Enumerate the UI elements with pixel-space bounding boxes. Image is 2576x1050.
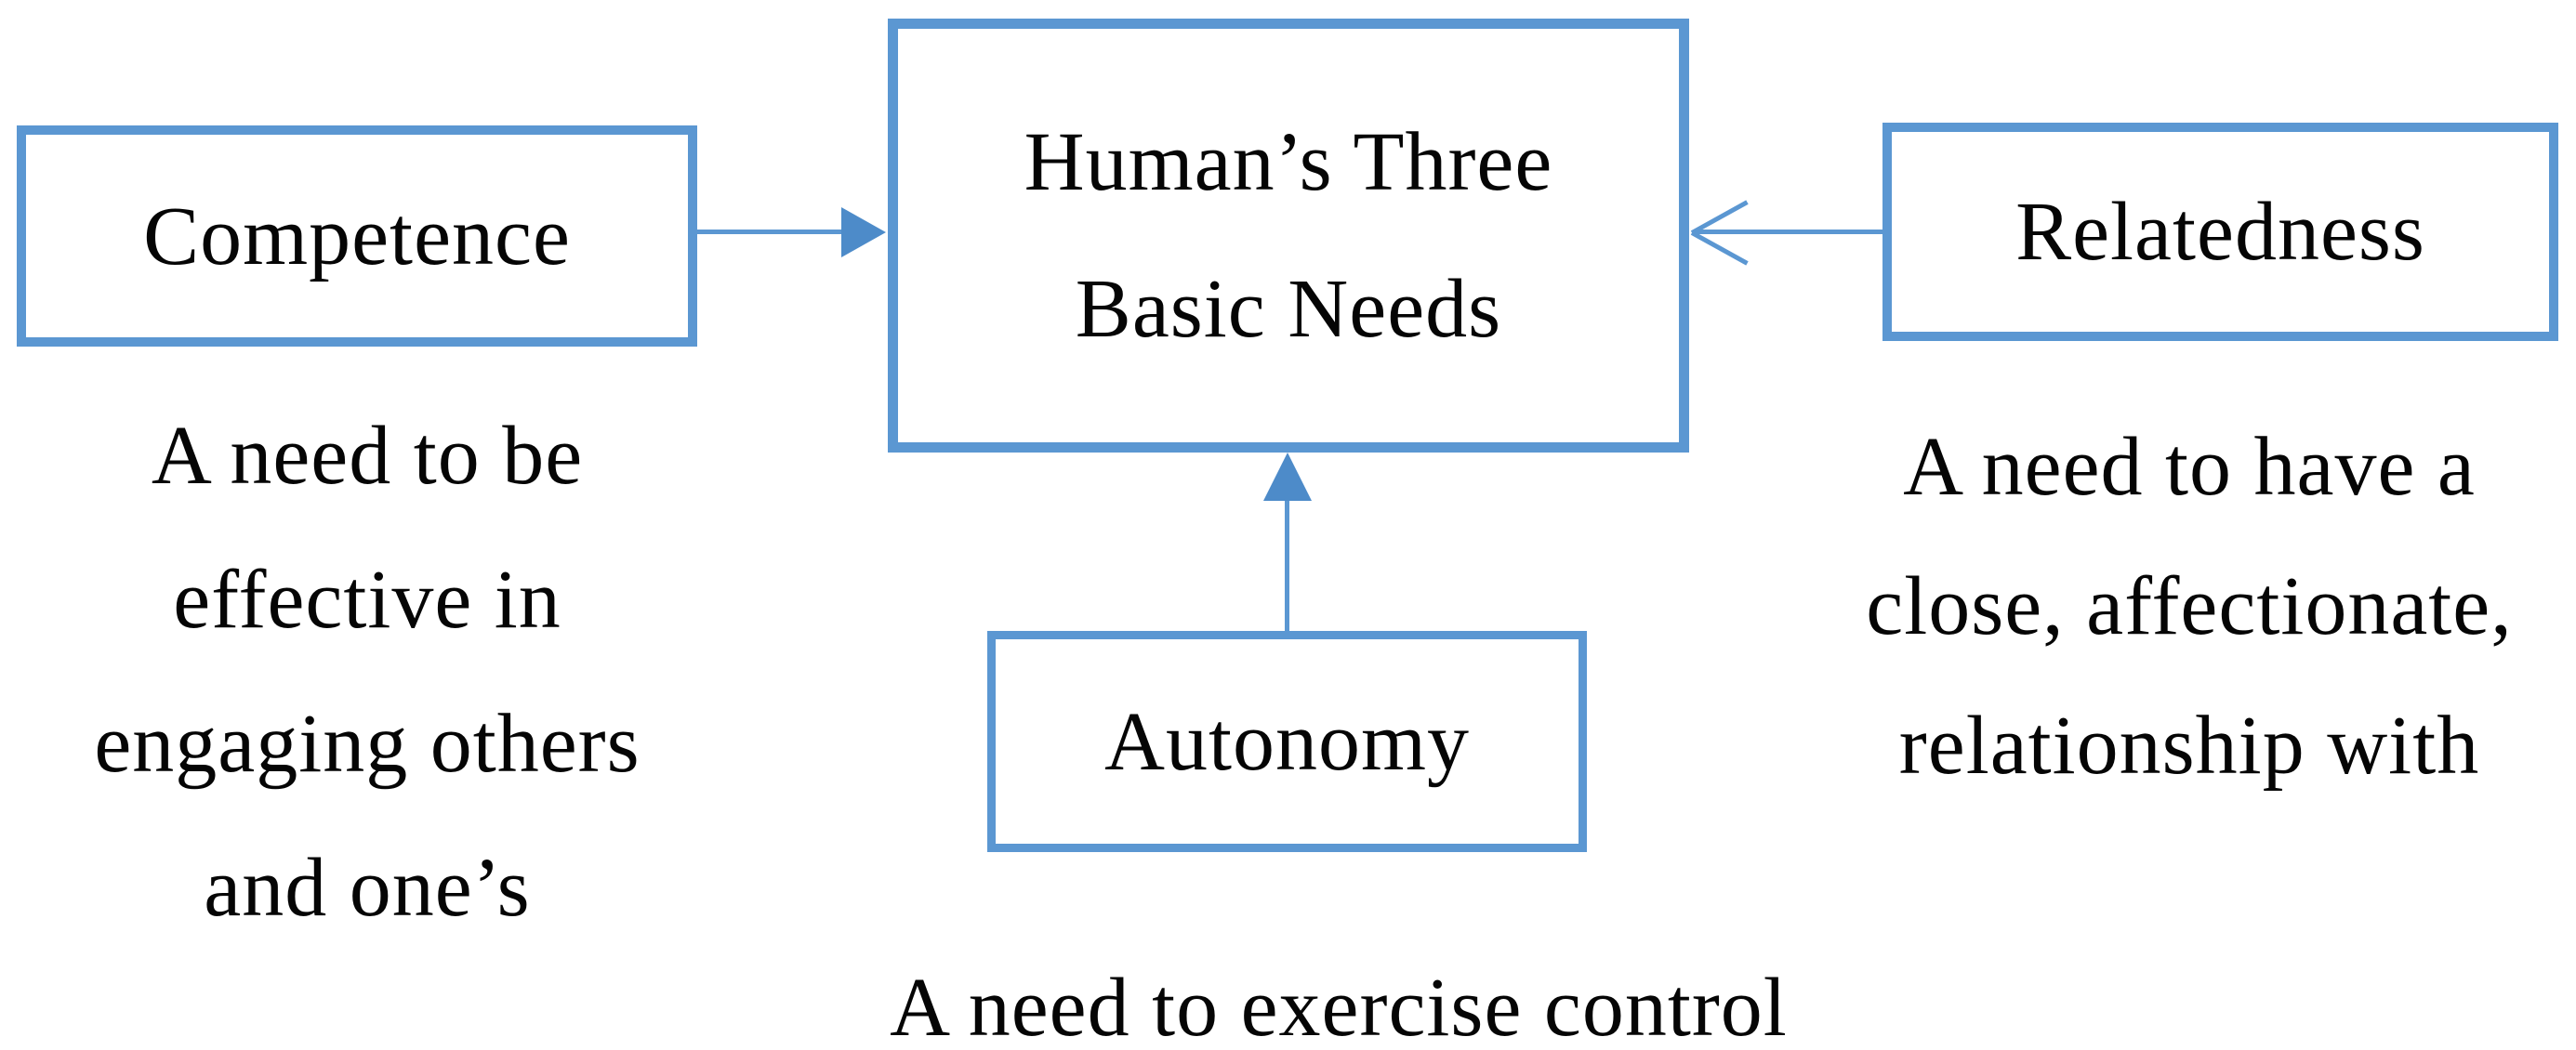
relatedness-box: Relatedness	[1882, 123, 2558, 341]
competence-description: A need to be effective in engaging other…	[37, 384, 697, 960]
relatedness-arrow-head-lower-icon	[1690, 230, 1749, 266]
relatedness-arrow-line	[1694, 230, 1882, 234]
relatedness-description-line: relationship with	[1898, 700, 2480, 792]
basic-needs-title-line2: Basic Needs	[1075, 262, 1502, 355]
autonomy-arrow-head-icon	[1263, 453, 1312, 501]
competence-description-line: A need to be	[151, 410, 584, 502]
competence-label: Competence	[143, 190, 571, 282]
competence-arrow-line	[697, 230, 846, 234]
autonomy-description: A need to exercise control	[827, 938, 1850, 1050]
autonomy-box: Autonomy	[987, 631, 1587, 852]
basic-needs-box: Human’s Three Basic Needs	[888, 19, 1689, 453]
autonomy-description-line: A need to exercise control	[890, 962, 1788, 1050]
competence-arrow-head-icon	[841, 207, 886, 257]
competence-description-line: effective in	[173, 554, 561, 646]
relatedness-description-line: close, affectionate,	[1866, 560, 2513, 652]
relatedness-label: Relatedness	[2015, 186, 2425, 278]
basic-needs-title: Human’s Three Basic Needs	[1024, 89, 1553, 383]
autonomy-label: Autonomy	[1103, 695, 1470, 788]
competence-box: Competence	[17, 125, 697, 347]
autonomy-arrow-line	[1285, 500, 1289, 631]
competence-description-line: engaging others	[94, 698, 641, 790]
relatedness-description: A need to have a close, affectionate, re…	[1827, 398, 2552, 816]
basic-needs-title-line1: Human’s Three	[1024, 115, 1553, 208]
relatedness-description-line: A need to have a	[1903, 421, 2476, 513]
competence-description-line: and one’s	[204, 842, 531, 934]
